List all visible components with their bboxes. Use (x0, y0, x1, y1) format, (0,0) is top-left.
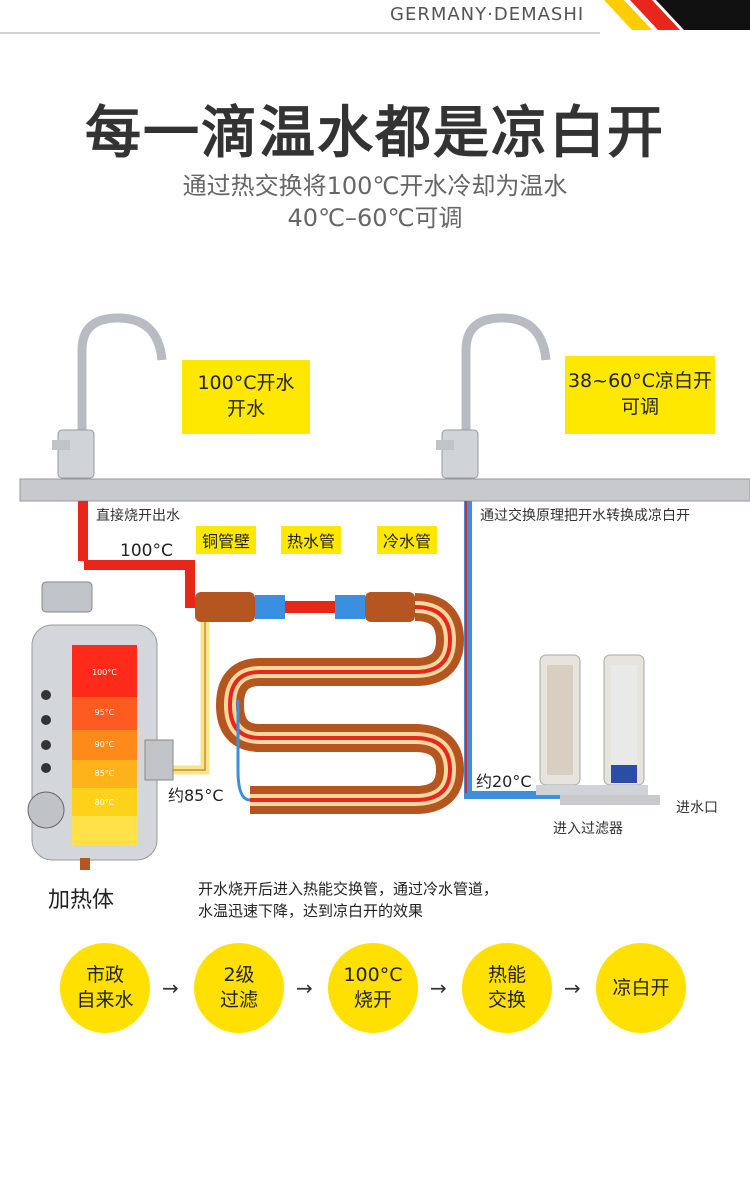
heater-level-label: 85°C (94, 769, 115, 778)
heater-level-label: 90°C (94, 740, 115, 749)
temp-100-label: 100°C (120, 541, 173, 561)
filter-label: 进入过滤器 (553, 821, 623, 837)
step-tap-water: 市政自来水 (60, 943, 150, 1033)
subtitle-line2: 40℃–60℃可调 (287, 204, 463, 232)
step-line2: 交换 (487, 989, 526, 1011)
step-heat-exchange: 热能交换 (462, 943, 552, 1033)
hot-water-box-line2: 开水 (226, 398, 265, 420)
heater-level-label: 100°C (92, 668, 117, 677)
copper-wall-tag: 铜管壁 (196, 526, 257, 554)
step-line1: 凉白开 (612, 976, 670, 999)
heater-level-label: 95°C (94, 708, 115, 717)
description-line1: 开水烧开后进入热能交换管，通过冷水管道， (198, 880, 499, 898)
inlet-label: 进水口 (676, 800, 718, 816)
direct-outlet-label: 直接烧开出水 (96, 508, 180, 524)
hot-water-box-line1: 100°C开水 (197, 372, 295, 394)
step-line1: 2级 (223, 964, 255, 986)
exchange-principle-label: 通过交换原理把开水转换成凉白开 (480, 508, 690, 524)
arrow-icon: → (296, 976, 313, 1000)
arrow-icon: → (430, 976, 447, 1000)
page-title: 每一滴温水都是凉白开 (85, 101, 665, 166)
cool-water-box-line1: 38~60°C凉白开 (567, 370, 713, 392)
step-line2: 过滤 (219, 989, 258, 1011)
arrow-icon: → (162, 976, 179, 1000)
description-line2: 水温迅速下降，达到凉白开的效果 (198, 902, 424, 920)
hot-pipe-tag: 热水管 (281, 526, 342, 554)
hot-water-box: 100°C开水 开水 (182, 360, 310, 434)
step-cool-boiled: 凉白开 (596, 943, 686, 1033)
step-line1: 100°C (343, 964, 403, 986)
brand-name: GERMANY·DEMASHI (390, 4, 585, 25)
filter-unit-icon (536, 654, 648, 795)
cool-water-box: 38~60°C凉白开 可调 (565, 356, 715, 434)
counter-bar (19, 478, 750, 502)
left-faucet-icon (52, 313, 167, 479)
heater-label: 加热体 (48, 888, 115, 913)
step-line2: 自来水 (76, 989, 134, 1011)
step-filter: 2级过滤 (194, 943, 284, 1033)
temp-85-label: 约85°C (168, 786, 224, 805)
arrow-icon: → (564, 976, 581, 1000)
cold-pipe-tag: 冷水管 (377, 526, 438, 554)
right-faucet-icon (436, 313, 551, 479)
heater-level-label: 80°C (94, 798, 115, 807)
temp-20-label: 约20°C (476, 772, 532, 791)
step-boil: 100°C 烧开 (328, 943, 418, 1033)
step-line1: 市政 (85, 964, 124, 986)
subtitle-line1: 通过热交换将100℃开水冷却为温水 (182, 172, 568, 200)
diagram-graphic (19, 313, 750, 870)
step-line1: 热能 (487, 964, 526, 986)
step-line2: 烧开 (353, 989, 392, 1011)
heater-tank-icon (27, 581, 174, 870)
cool-water-box-line2: 可调 (620, 396, 659, 418)
